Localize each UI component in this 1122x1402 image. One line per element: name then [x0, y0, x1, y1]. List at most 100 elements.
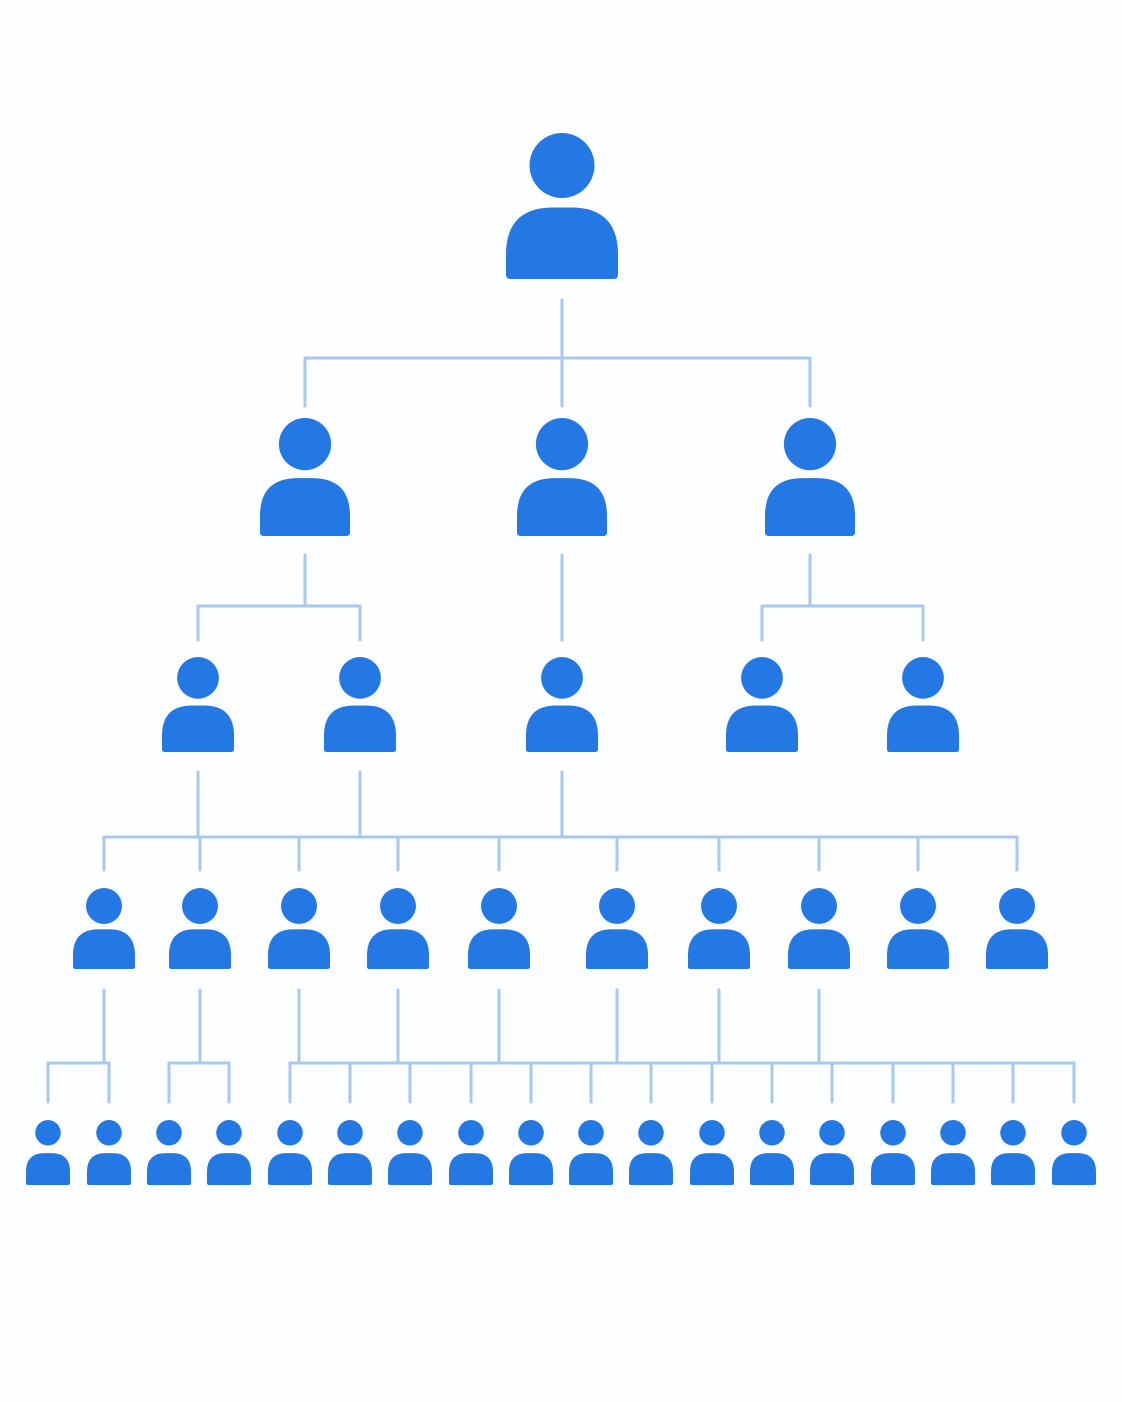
person-body [991, 1153, 1035, 1185]
person-head [96, 1120, 122, 1146]
person-icon-level-4-2 [169, 888, 231, 969]
person-head [578, 1120, 604, 1146]
person-body [629, 1153, 673, 1185]
person-head [819, 1120, 845, 1146]
person-body [73, 929, 135, 969]
person-icon-level-3-3 [526, 657, 598, 752]
person-icon-level-5-15 [871, 1120, 915, 1185]
person-icon-level-4-3 [268, 888, 330, 969]
person-icon-level-2-1 [260, 418, 350, 536]
person-head [337, 1120, 363, 1146]
person-body [207, 1153, 251, 1185]
person-icon-level-5-9 [509, 1120, 553, 1185]
person-body [268, 929, 330, 969]
person-body [887, 705, 959, 752]
person-body [726, 705, 798, 752]
person-head [880, 1120, 906, 1146]
person-head [1000, 1120, 1026, 1146]
person-body [871, 1153, 915, 1185]
person-icon-level-5-8 [449, 1120, 493, 1185]
person-icon-level-5-7 [388, 1120, 432, 1185]
connector-lines [46, 298, 1076, 1104]
person-icon-level-4-9 [887, 888, 949, 969]
person-head [182, 888, 218, 924]
person-icon-level-2-3 [765, 418, 855, 536]
person-icon-level-2-2 [517, 418, 607, 536]
person-head [281, 888, 317, 924]
person-icon-level-4-1 [73, 888, 135, 969]
person-body [468, 929, 530, 969]
person-head [35, 1120, 61, 1146]
person-body [87, 1153, 131, 1185]
person-icon-level-5-2 [87, 1120, 131, 1185]
person-head [759, 1120, 785, 1146]
person-body [526, 705, 598, 752]
person-icon-level-5-10 [569, 1120, 613, 1185]
person-icon-level-5-11 [629, 1120, 673, 1185]
person-head [541, 657, 583, 699]
person-head [156, 1120, 182, 1146]
person-icon-level-4-10 [986, 888, 1048, 969]
person-body [328, 1153, 372, 1185]
person-head [339, 657, 381, 699]
person-head [277, 1120, 303, 1146]
person-icon-level-5-14 [810, 1120, 854, 1185]
person-head [458, 1120, 484, 1146]
person-body [586, 929, 648, 969]
person-head [900, 888, 936, 924]
person-head [902, 657, 944, 699]
person-body [26, 1153, 70, 1185]
person-nodes [26, 133, 1096, 1185]
person-head [940, 1120, 966, 1146]
person-body [690, 1153, 734, 1185]
person-body [569, 1153, 613, 1185]
person-icon-level-5-6 [328, 1120, 372, 1185]
person-icon-level-5-5 [268, 1120, 312, 1185]
person-head [397, 1120, 423, 1146]
person-body [688, 929, 750, 969]
person-icon-level-3-1 [162, 657, 234, 752]
person-body [931, 1153, 975, 1185]
person-icon-level-4-7 [688, 888, 750, 969]
person-icon-level-5-12 [690, 1120, 734, 1185]
person-icon-level-3-5 [887, 657, 959, 752]
person-body [324, 705, 396, 752]
person-icon-level-3-4 [726, 657, 798, 752]
person-body [509, 1153, 553, 1185]
person-head [529, 133, 595, 198]
person-body [765, 478, 855, 536]
person-body [887, 929, 949, 969]
person-head [801, 888, 837, 924]
person-icon-level-5-1 [26, 1120, 70, 1185]
person-head [1061, 1120, 1087, 1146]
person-head [783, 418, 837, 471]
person-head [177, 657, 219, 699]
person-body [268, 1153, 312, 1185]
person-body [367, 929, 429, 969]
person-head [216, 1120, 242, 1146]
person-icon-level-5-3 [147, 1120, 191, 1185]
person-icon-level-5-4 [207, 1120, 251, 1185]
person-head [701, 888, 737, 924]
person-icon-level-4-4 [367, 888, 429, 969]
person-icon-level-3-2 [324, 657, 396, 752]
person-head [999, 888, 1035, 924]
person-body [1052, 1153, 1096, 1185]
person-head [518, 1120, 544, 1146]
person-head [638, 1120, 664, 1146]
person-body [449, 1153, 493, 1185]
person-icon-level-4-5 [468, 888, 530, 969]
person-icon-level-5-18 [1052, 1120, 1096, 1185]
person-head [535, 418, 589, 471]
person-body [788, 929, 850, 969]
person-body [260, 478, 350, 536]
person-icon-level-4-8 [788, 888, 850, 969]
person-icon-level-5-16 [931, 1120, 975, 1185]
person-head [741, 657, 783, 699]
person-icon-level-4-6 [586, 888, 648, 969]
person-body [147, 1153, 191, 1185]
person-icon-level-5-13 [750, 1120, 794, 1185]
person-head [86, 888, 122, 924]
person-icon-level-1-1 [506, 133, 618, 279]
